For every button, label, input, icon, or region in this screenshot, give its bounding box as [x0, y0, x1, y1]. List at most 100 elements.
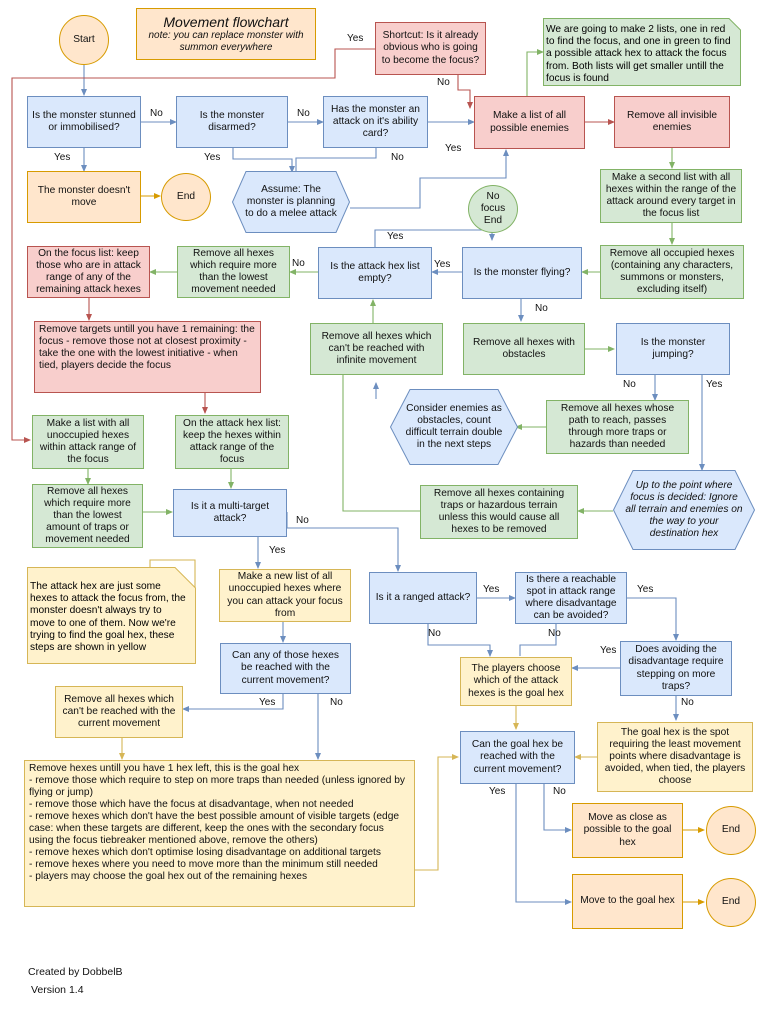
node-ignore-terrain: Up to the point where focus is decided: …: [612, 470, 756, 550]
node-multi-target: Is it a multi-target attack?: [173, 489, 287, 537]
label-yes-jumping: Yes: [706, 379, 723, 390]
node-assume-shape: [231, 171, 351, 233]
edge-shortcut-list: [457, 75, 473, 109]
label-yes-shortcut: Yes: [347, 33, 364, 44]
label-no-flying: No: [535, 303, 548, 314]
node-goal-reached: Can the goal hex be reached with the cur…: [460, 731, 575, 784]
remove-until-line-3: - remove hexes which don't have the best…: [29, 811, 400, 847]
remove-until-line-4: - remove hexes which don't optimise losi…: [29, 847, 381, 859]
node-consider-enemies: Consider enemies as obstacles, count dif…: [389, 389, 519, 465]
node-remove-current: Remove all hexes which can't be reached …: [55, 686, 183, 738]
node-new-list: Make a new list of all unoccupied hexes …: [219, 569, 351, 622]
node-goal-spot: The goal hex is the spot requiring the l…: [597, 722, 753, 792]
node-flying: Is the monster flying?: [462, 247, 582, 299]
label-no-avoid: No: [681, 697, 694, 708]
node-remove-occupied: Remove all occupied hexes (containing an…: [600, 245, 744, 299]
node-remove-more-lowest: Remove all hexes which require more than…: [177, 246, 290, 298]
label-yes-avoid: Yes: [600, 645, 617, 656]
node-remove-traps-hazard: Remove all hexes containing traps or haz…: [420, 485, 578, 539]
edge-goal-movegoal: [515, 784, 572, 905]
node-players-choose: The players choose which of the attack h…: [460, 657, 572, 706]
note-attack-hex: The attack hex are just some hexes to at…: [27, 567, 196, 664]
note-attack-hex-text: The attack hex are just some hexes to at…: [30, 581, 186, 654]
label-yes-flying: Yes: [434, 259, 451, 270]
node-ranged: Is it a ranged attack?: [369, 572, 477, 624]
node-assume: Assume: The monster is planning to do a …: [231, 171, 351, 233]
remove-until-line-6: - players may choose the goal hex out of…: [29, 871, 308, 883]
label-no-reach: No: [330, 697, 343, 708]
label-yes-multi: Yes: [269, 545, 286, 556]
node-remove-until-goal: Remove hexes untill you have 1 hex left,…: [24, 760, 415, 907]
node-stunned: Is the monster stunned or immobilised?: [27, 96, 141, 148]
node-ignore-terrain-text: Up to the point where focus is decided: …: [625, 479, 743, 540]
node-remove-infinite: Remove all hexes which can't be reached …: [310, 323, 443, 375]
label-no-ranged: No: [428, 628, 441, 639]
node-attack-hex-empty: Is the attack hex list empty?: [318, 247, 432, 299]
footer-created: Created by DobbelB: [28, 966, 123, 978]
node-unoccupied-list: Make a list with all unoccupied hexes wi…: [32, 415, 144, 469]
label-no-ability: No: [391, 152, 404, 163]
label-yes-ranged: Yes: [483, 584, 500, 595]
label-yes-disarmed: Yes: [204, 152, 221, 163]
label-no-disarmed: No: [297, 108, 310, 119]
label-yes-goal: Yes: [489, 786, 506, 797]
node-ignore-terrain-shape: [612, 470, 756, 550]
node-second-list: Make a second list with all hexes within…: [600, 169, 742, 223]
end-node-2: End: [706, 806, 756, 855]
label-yes-reach: Yes: [259, 697, 276, 708]
node-jumping: Is the monster jumping?: [616, 323, 730, 375]
node-remove-traps-lowest: Remove all hexes which require more than…: [32, 484, 143, 548]
node-reached-current: Can any of those hexes be reached with t…: [220, 643, 351, 694]
node-remove-obstacles: Remove all hexes with obstacles: [463, 323, 585, 375]
node-remove-invisible: Remove all invisible enemies: [614, 96, 730, 148]
label-yes-stunned: Yes: [54, 152, 71, 163]
note-two-lists-shape: [543, 18, 741, 86]
end-node-3: End: [706, 878, 756, 927]
edge-reachable-avoid: [627, 597, 679, 641]
label-no-goal: No: [553, 786, 566, 797]
edge-removeuntil-goal: [415, 754, 459, 871]
node-list-enemies: Make a list of all possible enemies: [474, 96, 585, 149]
edge-disarmed-assume: [232, 148, 295, 173]
node-reachable-spot: Is there a reachable spot in attack rang…: [515, 572, 627, 624]
label-yes-reachable: Yes: [637, 584, 654, 595]
title-box: Movement flowchart note: you can replace…: [136, 8, 316, 60]
label-no-shortcut: No: [437, 77, 450, 88]
node-remove-traps-path: Remove all hexes whose path to reach, pa…: [546, 400, 689, 454]
label-no-multi: No: [296, 515, 309, 526]
node-no-focus-end: No focus End: [468, 185, 518, 233]
label-no-jumping: No: [623, 379, 636, 390]
node-consider-enemies-text: Consider enemies as obstacles, count dif…: [405, 402, 503, 451]
node-move-goal: Move to the goal hex: [572, 874, 683, 929]
node-remove-targets-text: Remove targets untill you have 1 remaini…: [39, 324, 255, 372]
node-move-close: Move as close as possible to the goal he…: [572, 803, 683, 858]
note-two-lists-text: We are going to make 2 lists, one in red…: [546, 24, 731, 84]
note-two-lists: We are going to make 2 lists, one in red…: [543, 18, 741, 86]
node-shortcut: Shortcut: Is it already obvious who is g…: [375, 22, 486, 75]
remove-until-line-2: - remove those which have the focus at d…: [29, 799, 354, 811]
label-no-reachable: No: [548, 628, 561, 639]
label-no-stunned: No: [150, 108, 163, 119]
end-node-1: End: [161, 173, 211, 221]
label-yes-ability: Yes: [445, 143, 462, 154]
node-ability: Has the monster an attack on it's abilit…: [323, 96, 428, 148]
node-assume-text: Assume: The monster is planning to do a …: [245, 183, 337, 220]
footer-version: Version 1.4: [31, 984, 84, 996]
title-text: Movement flowchart: [163, 13, 289, 30]
node-keep-hexes: On the attack hex list: keep the hexes w…: [175, 415, 289, 469]
remove-until-line-5: - remove hexes where you need to move mo…: [29, 859, 378, 871]
note-attack-hex-shape: [27, 567, 196, 664]
node-focus-keep: On the focus list: keep those who are in…: [27, 246, 150, 298]
remove-until-line-0: Remove hexes untill you have 1 hex left,…: [29, 763, 300, 774]
label-yes-hexempty: Yes: [387, 231, 404, 242]
node-no-move: The monster doesn't move: [27, 171, 141, 223]
remove-until-line-1: - remove those which require to step on …: [29, 775, 406, 799]
title-note: note: you can replace monster with summo…: [148, 30, 304, 54]
node-consider-enemies-shape: [389, 389, 519, 465]
start-node: Start: [59, 15, 109, 65]
edge-ability-assume: [295, 148, 377, 172]
label-no-hexempty: No: [292, 258, 305, 269]
node-avoid-traps: Does avoiding the disadvantage require s…: [620, 641, 732, 696]
node-remove-targets: Remove targets untill you have 1 remaini…: [34, 321, 261, 393]
